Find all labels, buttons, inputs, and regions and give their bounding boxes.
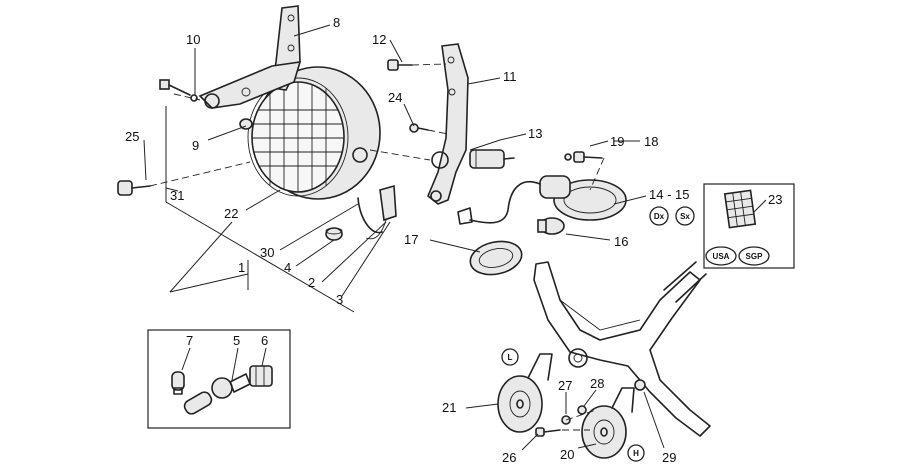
reflector <box>723 189 757 229</box>
callout-19: 19 <box>610 134 624 149</box>
horn-left <box>497 353 553 433</box>
svg-text:Dx: Dx <box>654 212 665 221</box>
callout-24: 24 <box>388 90 402 105</box>
callout-3: 3 <box>336 292 343 307</box>
badge-sgp: SGP <box>738 246 770 266</box>
svg-text:L: L <box>508 353 513 362</box>
turn-signal <box>457 175 627 225</box>
perspective-lines <box>165 106 355 313</box>
callout-4: 4 <box>284 260 291 275</box>
headlight-bulb <box>183 373 251 415</box>
grommet-4 <box>325 227 343 241</box>
callout-10: 10 <box>186 32 200 47</box>
callout-26: 26 <box>502 450 516 465</box>
spacer-29 <box>634 379 646 391</box>
callout-29: 29 <box>662 450 676 465</box>
upper-bracket <box>198 5 302 109</box>
bulb-socket <box>249 365 273 387</box>
axis-lines <box>149 63 605 431</box>
washer-19 <box>564 153 572 161</box>
badge-usa: USA <box>705 246 737 266</box>
callout-20: 20 <box>560 447 574 462</box>
callout-5: 5 <box>233 333 240 348</box>
callout-14-15: 14 - 15 <box>649 187 689 202</box>
screw-25 <box>117 180 151 196</box>
relay <box>469 149 515 169</box>
screw-12 <box>387 59 413 71</box>
callout-28: 28 <box>590 376 604 391</box>
callout-9: 9 <box>192 138 199 153</box>
washer-28 <box>577 405 587 415</box>
callout-21: 21 <box>442 400 456 415</box>
headlight-lens-grid <box>252 82 344 192</box>
washer-9 <box>239 118 253 130</box>
reflector-box <box>703 183 795 269</box>
leader-lines <box>143 24 767 451</box>
signal-bulb <box>537 217 565 235</box>
headlight-wiring <box>357 184 397 240</box>
badge-sx: Sx <box>675 206 695 226</box>
callout-11: 11 <box>503 69 517 84</box>
screw-18 <box>573 151 603 163</box>
signal-lens <box>469 240 523 276</box>
svg-text:USA: USA <box>713 252 730 261</box>
callout-13: 13 <box>528 126 542 141</box>
callout-6: 6 <box>261 333 268 348</box>
callout-25: 25 <box>125 129 139 144</box>
callout-16: 16 <box>614 234 628 249</box>
callout-7: 7 <box>186 333 193 348</box>
callout-labels: 1 2 3 4 5 6 7 8 9 10 11 12 13 14 - 15 16… <box>125 15 782 465</box>
callout-1: 1 <box>238 260 245 275</box>
parking-bulb <box>171 371 185 395</box>
headlight-assembly <box>247 66 381 200</box>
callout-22: 22 <box>224 206 238 221</box>
side-bracket <box>427 43 469 205</box>
callout-18: 18 <box>644 134 658 149</box>
svg-text:Sx: Sx <box>680 212 690 221</box>
badge-dx: Dx <box>649 206 669 226</box>
badge-left-horn: L <box>501 348 519 366</box>
callout-31: 31 <box>170 188 184 203</box>
callout-17: 17 <box>404 232 418 247</box>
svg-text:SGP: SGP <box>746 252 764 261</box>
bulb-box <box>147 329 291 429</box>
callout-30: 30 <box>260 245 274 260</box>
horn-screw-26 <box>535 427 561 437</box>
callout-8: 8 <box>333 15 340 30</box>
screw-24 <box>409 123 429 133</box>
frame-section <box>533 261 711 437</box>
badge-right-horn: H <box>627 444 645 462</box>
callout-2: 2 <box>308 275 315 290</box>
callout-27: 27 <box>558 378 572 393</box>
svg-text:H: H <box>633 449 639 458</box>
callout-23: 23 <box>768 192 782 207</box>
callout-12: 12 <box>372 32 386 47</box>
